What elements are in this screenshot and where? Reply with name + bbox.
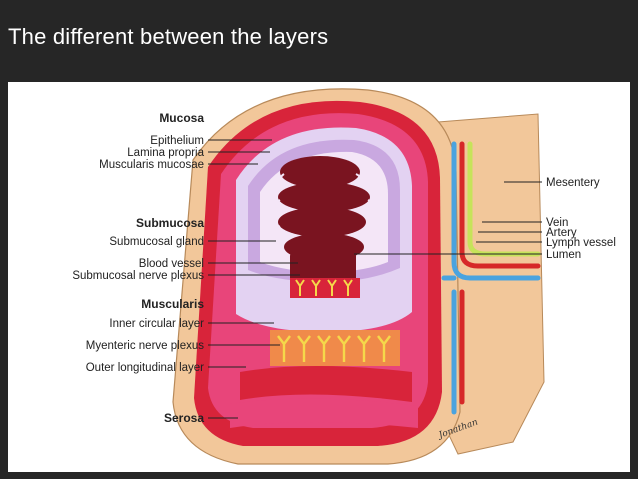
label-myenteric-nerve-plexus: Myenteric nerve plexus bbox=[86, 340, 204, 352]
mesentery-vessels bbox=[441, 141, 541, 415]
intestine-layers-diagram: Mucosa Epithelium Lamina propria Muscula… bbox=[72, 88, 616, 465]
label-mucosa: Mucosa bbox=[159, 111, 204, 125]
label-submucosa: Submucosa bbox=[136, 216, 204, 230]
label-artery: Artery bbox=[546, 227, 577, 239]
lower-muscle-shape bbox=[240, 366, 412, 402]
label-lumen: Lumen bbox=[546, 249, 581, 261]
label-muscularis-mucosae: Muscularis mucosae bbox=[99, 159, 204, 171]
label-blood-vessel: Blood vessel bbox=[139, 258, 204, 270]
myenteric-plexus-band bbox=[270, 330, 400, 366]
villi-group bbox=[278, 156, 370, 282]
myenteric-plexus-icons bbox=[277, 335, 391, 362]
label-vein: Vein bbox=[546, 217, 568, 229]
label-outer-longitudinal-layer: Outer longitudinal layer bbox=[86, 362, 204, 374]
label-mesentery: Mesentery bbox=[546, 177, 600, 189]
label-inner-circular-layer: Inner circular layer bbox=[109, 318, 204, 330]
slide-title: The different between the layers bbox=[8, 24, 329, 49]
right-leader-lines bbox=[354, 181, 542, 255]
submucosal-plexus-icons bbox=[295, 279, 353, 296]
diagram-frame: Mucosa Epithelium Lamina propria Muscula… bbox=[8, 82, 630, 472]
label-serosa: Serosa bbox=[164, 411, 204, 425]
lower-serosa-shape bbox=[230, 398, 418, 428]
right-labels: Mesentery Vein Artery Lymph vessel Lumen bbox=[546, 177, 616, 261]
villi-tips bbox=[275, 173, 373, 235]
label-epithelium: Epithelium bbox=[150, 135, 204, 147]
label-lymph-vessel: Lymph vessel bbox=[546, 237, 616, 249]
label-submucosal-gland: Submucosal gland bbox=[109, 236, 204, 248]
submucosal-plexus-band bbox=[290, 278, 360, 298]
label-submucosal-nerve-plexus: Submucosal nerve plexus bbox=[72, 270, 204, 282]
left-labels: Mucosa Epithelium Lamina propria Muscula… bbox=[72, 111, 204, 425]
left-leader-lines bbox=[208, 139, 300, 419]
label-muscularis: Muscularis bbox=[141, 297, 204, 311]
label-lamina-propria: Lamina propria bbox=[127, 147, 204, 159]
